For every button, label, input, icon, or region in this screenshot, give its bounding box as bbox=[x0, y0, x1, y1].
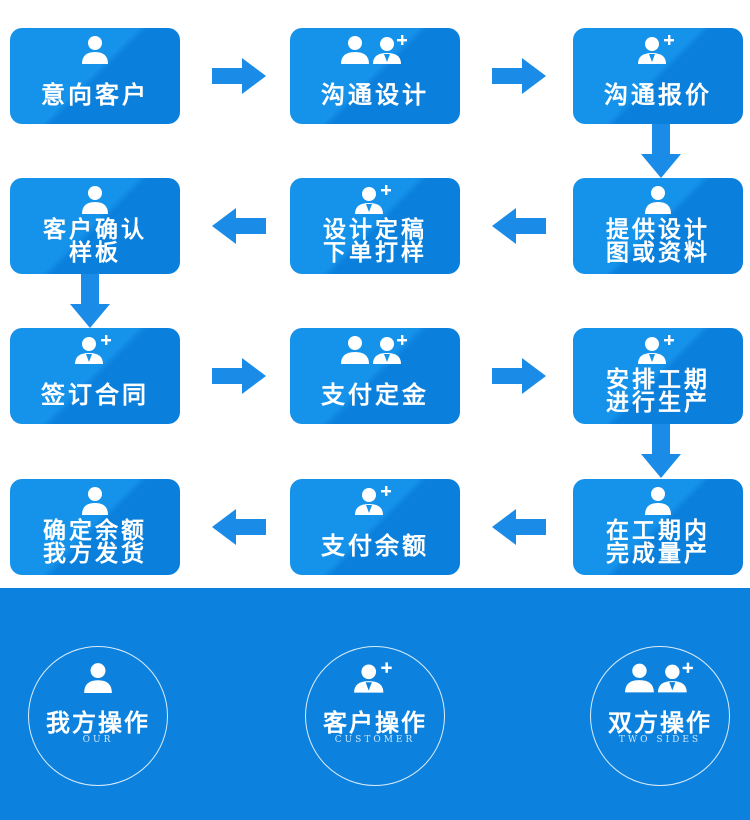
legend-subtitle: CUSTOMER bbox=[334, 735, 416, 745]
arrow-left-icon bbox=[212, 509, 266, 545]
step-label: 确定余额 我方发货 bbox=[43, 518, 147, 567]
step-7-box: 签订合同 bbox=[10, 328, 180, 424]
step-4-box: 提供设计 图或资料 bbox=[573, 178, 743, 274]
arrow-down-icon bbox=[641, 424, 681, 478]
arrow-down-icon bbox=[641, 124, 681, 178]
step-10-box: 在工期内 完成量产 bbox=[573, 479, 743, 575]
step-label: 安排工期 进行生产 bbox=[606, 367, 710, 416]
step-9-box: 安排工期 进行生产 bbox=[573, 328, 743, 424]
step-label: 提供设计 图或资料 bbox=[606, 217, 710, 266]
step-5-box: 设计定稿 下单打样 bbox=[290, 178, 460, 274]
arrow-left-icon bbox=[492, 208, 546, 244]
legend-panel: 我方操作 OUR 客户操作 CUSTOMER 双方操作 TWO SIDES bbox=[0, 588, 750, 820]
step-label: 支付定金 bbox=[321, 381, 429, 409]
step-3-box: 沟通报价 bbox=[573, 28, 743, 124]
person-add-icon bbox=[10, 334, 180, 364]
legend-customer: 客户操作 CUSTOMER bbox=[305, 646, 445, 786]
person-icon bbox=[573, 184, 743, 214]
legend-title: 双方操作 bbox=[608, 709, 712, 737]
person-icon bbox=[29, 661, 167, 693]
arrow-right-icon bbox=[492, 58, 546, 94]
person-icon bbox=[10, 184, 180, 214]
step-label: 支付余额 bbox=[321, 532, 429, 560]
person-add-icon bbox=[290, 184, 460, 214]
two-people-add-icon bbox=[591, 661, 729, 693]
step-label: 沟通报价 bbox=[604, 81, 712, 109]
person-icon bbox=[10, 485, 180, 515]
two-people-add-icon bbox=[290, 34, 460, 64]
arrow-right-icon bbox=[212, 358, 266, 394]
step-1-box: 意向客户 bbox=[10, 28, 180, 124]
step-2-box: 沟通设计 bbox=[290, 28, 460, 124]
person-add-icon bbox=[573, 334, 743, 364]
legend-two-sides: 双方操作 TWO SIDES bbox=[590, 646, 730, 786]
person-add-icon bbox=[573, 34, 743, 64]
step-label: 沟通设计 bbox=[321, 81, 429, 109]
legend-subtitle: OUR bbox=[82, 735, 114, 745]
step-6-box: 客户确认 样板 bbox=[10, 178, 180, 274]
person-icon bbox=[573, 485, 743, 515]
arrow-right-icon bbox=[492, 358, 546, 394]
step-label: 设计定稿 下单打样 bbox=[323, 217, 427, 266]
arrow-right-icon bbox=[212, 58, 266, 94]
legend-subtitle: TWO SIDES bbox=[618, 735, 702, 745]
legend-our: 我方操作 OUR bbox=[28, 646, 168, 786]
two-people-add-icon bbox=[290, 334, 460, 364]
step-11-box: 支付余额 bbox=[290, 479, 460, 575]
step-label: 在工期内 完成量产 bbox=[606, 518, 710, 567]
arrow-down-icon bbox=[70, 274, 110, 328]
arrow-left-icon bbox=[492, 509, 546, 545]
legend-title: 我方操作 bbox=[46, 709, 150, 737]
legend-title: 客户操作 bbox=[323, 709, 427, 737]
step-label: 客户确认 样板 bbox=[43, 217, 147, 266]
person-add-icon bbox=[306, 661, 444, 693]
step-12-box: 确定余额 我方发货 bbox=[10, 479, 180, 575]
step-8-box: 支付定金 bbox=[290, 328, 460, 424]
person-add-icon bbox=[290, 485, 460, 515]
step-label: 意向客户 bbox=[41, 81, 149, 109]
step-label: 签订合同 bbox=[41, 381, 149, 409]
arrow-left-icon bbox=[212, 208, 266, 244]
person-icon bbox=[10, 34, 180, 64]
